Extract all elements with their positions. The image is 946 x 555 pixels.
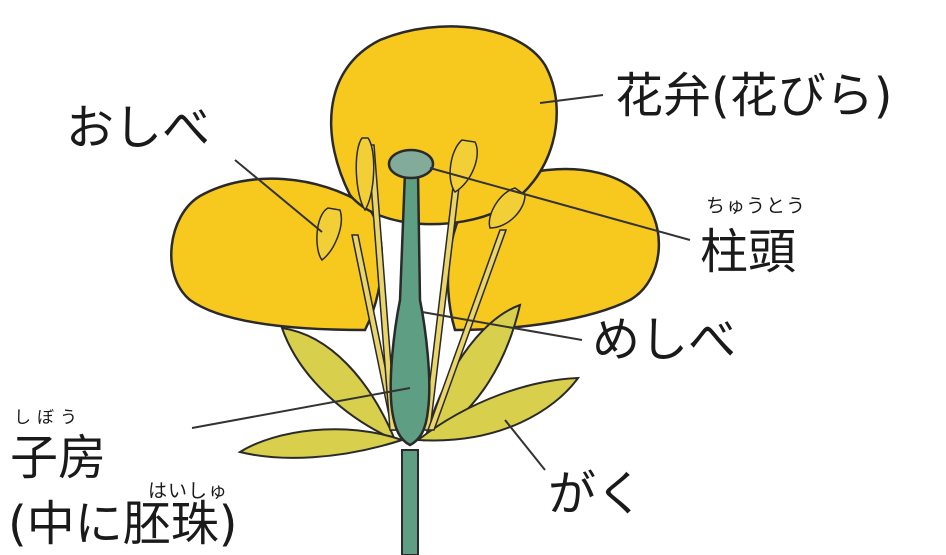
leader-pistil bbox=[421, 311, 583, 341]
sepal-left-lower bbox=[237, 428, 406, 459]
petal-left bbox=[170, 177, 384, 332]
label-stigma: 柱頭 bbox=[700, 224, 797, 280]
label-petal: 花弁(花びら) bbox=[615, 68, 893, 124]
label-ovary: 子房 bbox=[10, 430, 107, 486]
ruby-stigma: ちゅうとう bbox=[706, 195, 807, 217]
leader-lines bbox=[191, 94, 691, 471]
label-ovary-note: (中に胚珠) bbox=[8, 496, 238, 552]
label-pistil: めしべ bbox=[592, 312, 737, 368]
leader-petal bbox=[539, 94, 604, 104]
stamens bbox=[316, 137, 526, 431]
leader-ovary bbox=[191, 387, 411, 429]
stigma bbox=[387, 148, 435, 180]
leader-stigma bbox=[429, 167, 691, 241]
label-sepal: がく bbox=[548, 466, 645, 522]
petal-top bbox=[329, 25, 558, 226]
ruby-ovary: しぼう bbox=[14, 408, 83, 428]
ruby-ovule: はいしゅ bbox=[148, 480, 229, 502]
pistil bbox=[389, 170, 431, 447]
label-stamen: おしべ bbox=[66, 100, 211, 156]
sepal-left-upper bbox=[280, 326, 397, 442]
leader-sepal bbox=[504, 419, 546, 471]
stem bbox=[401, 449, 419, 555]
leader-stamen bbox=[234, 159, 323, 233]
sepal-right-lower bbox=[415, 376, 581, 442]
